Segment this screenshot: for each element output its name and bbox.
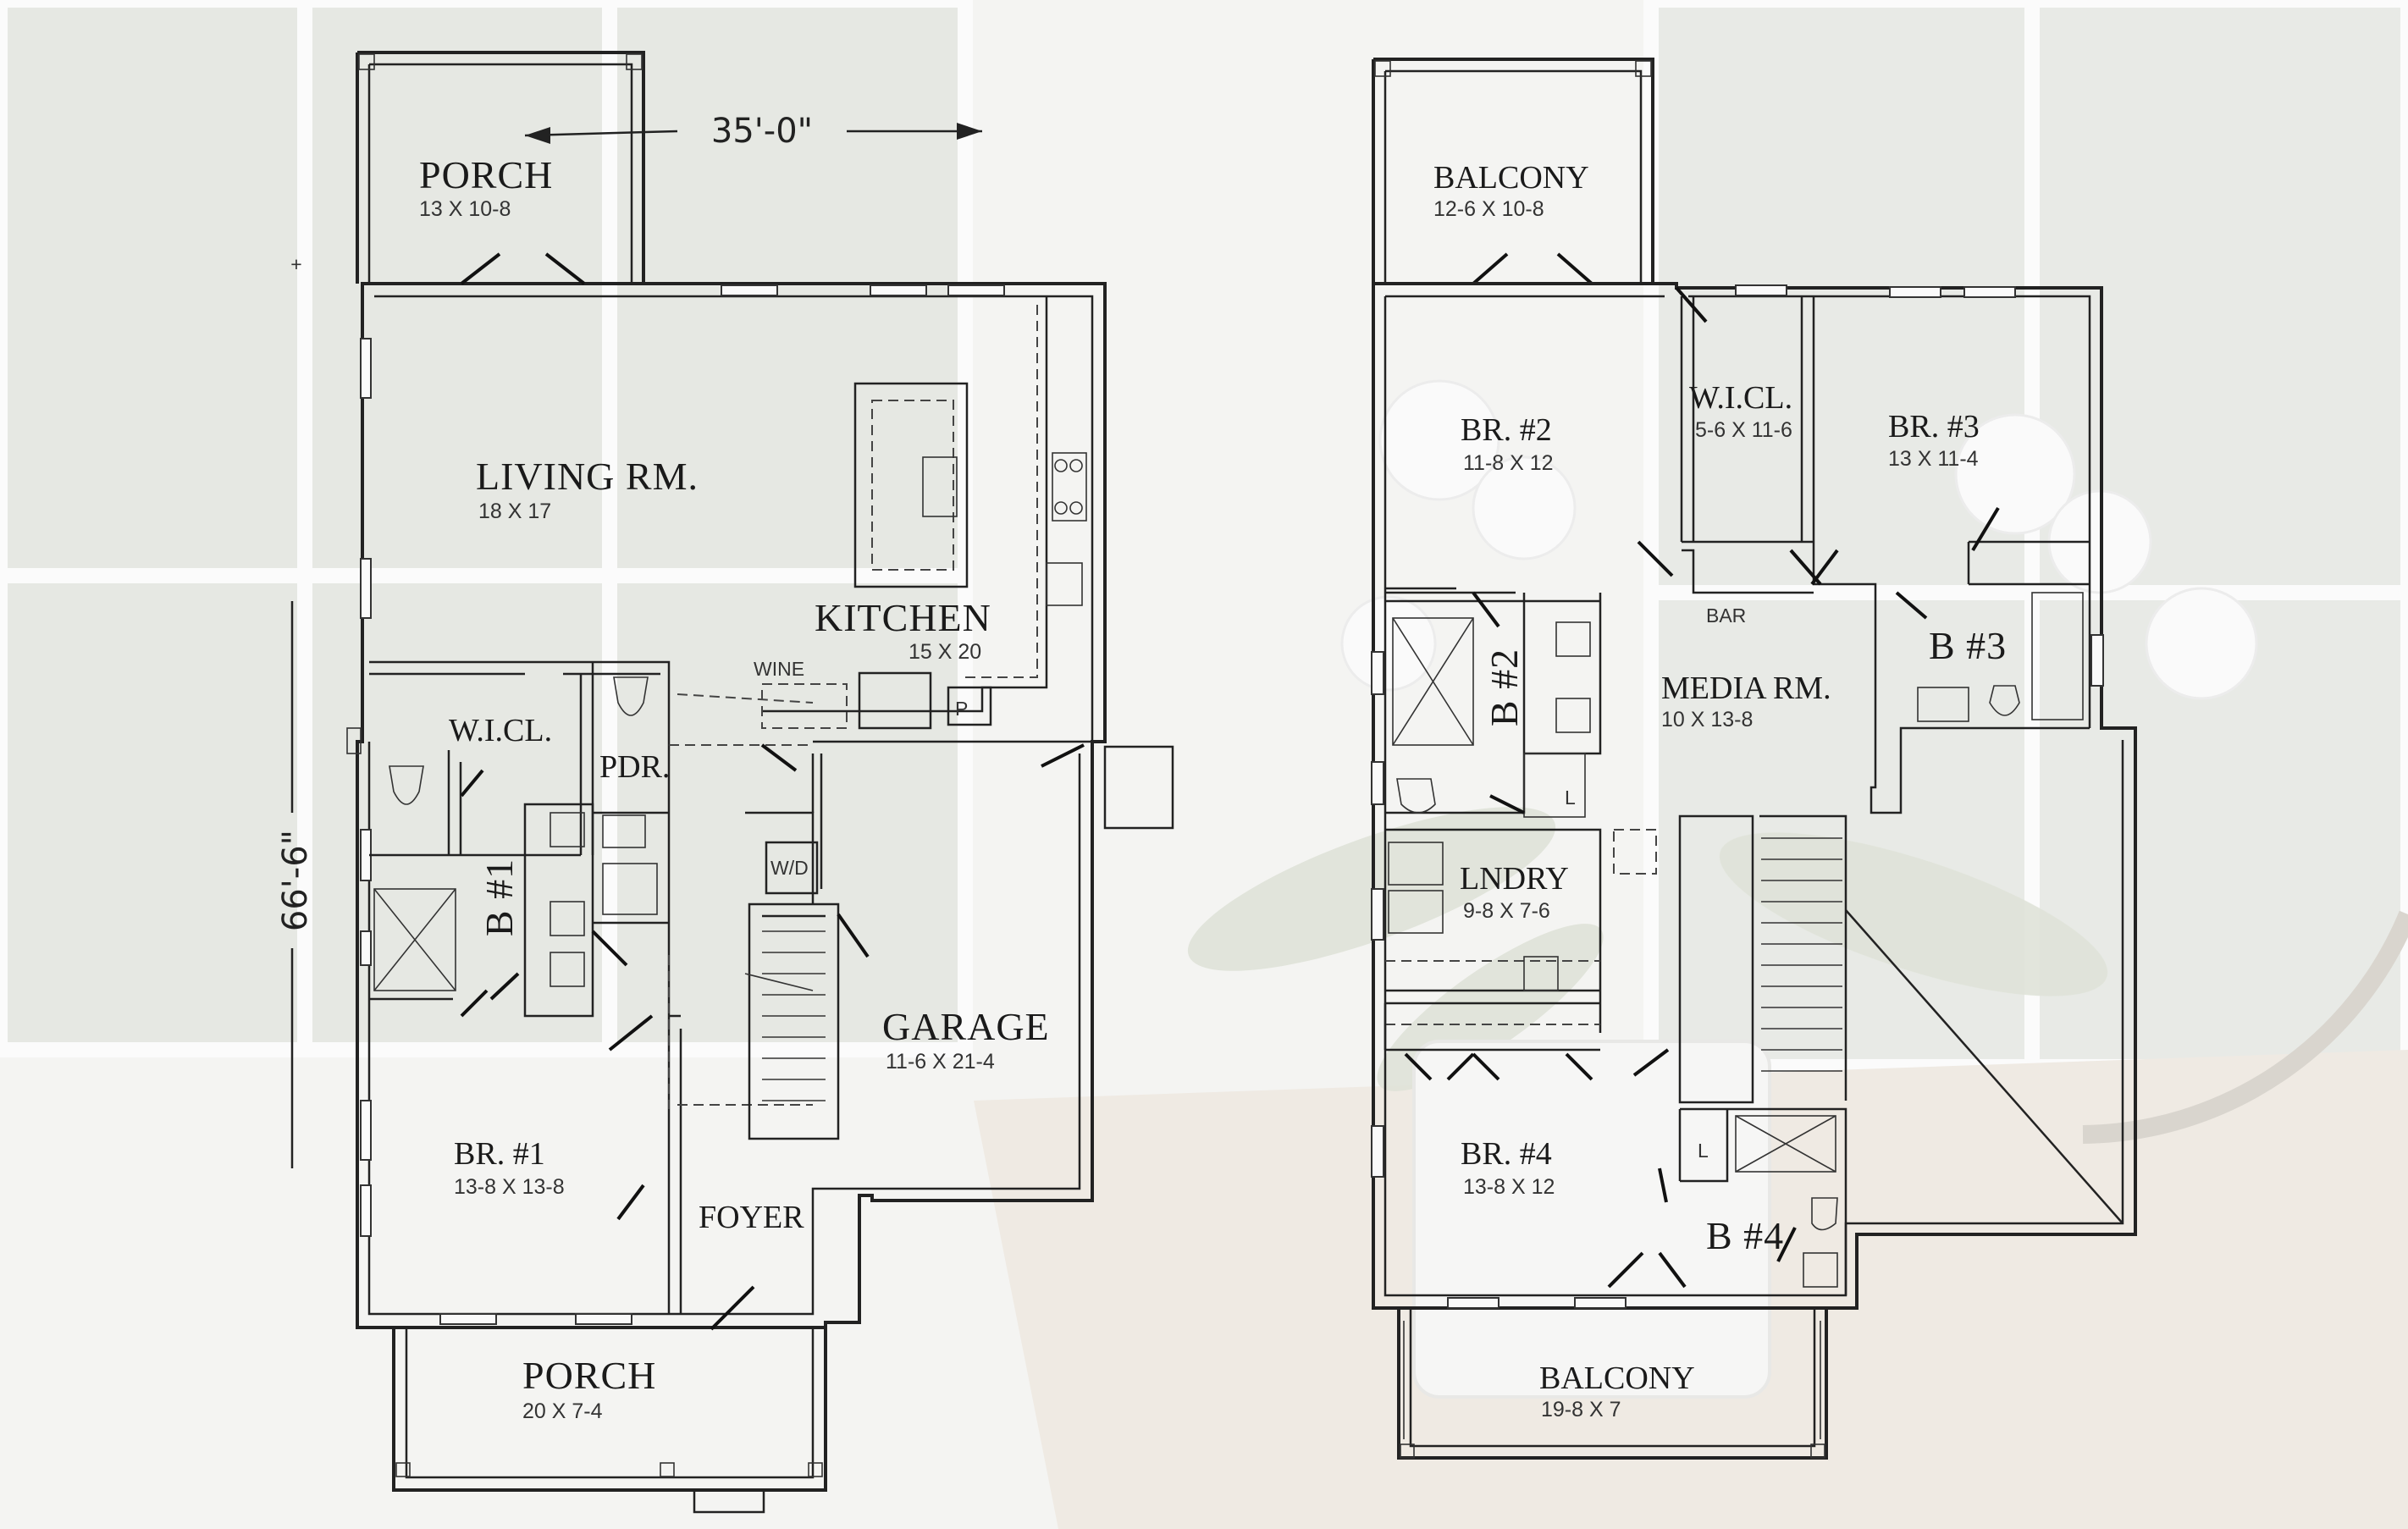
wicl-1-label: W.I.CL.: [449, 713, 552, 748]
br-3-label: BR. #3: [1888, 409, 1980, 444]
garage-label: GARAGE: [882, 1005, 1050, 1048]
br-4-size: 13-8 X 12: [1463, 1175, 1555, 1199]
porch-front-label: PORCH: [522, 1354, 656, 1397]
wd-label: W/D: [770, 857, 809, 879]
br-4-label: BR. #4: [1461, 1136, 1552, 1172]
wicl-2-label: W.I.CL.: [1689, 380, 1792, 416]
balcony-rear-size: 12-6 X 10-8: [1433, 197, 1544, 221]
svg-text:+: +: [290, 253, 301, 275]
br-2-size: 11-8 X 12: [1463, 451, 1554, 475]
kitchen-label: KITCHEN: [815, 596, 991, 639]
porch-front-size: 20 X 7-4: [522, 1399, 603, 1423]
laundry-label: LNDRY: [1460, 861, 1569, 897]
balcony-rear-label: BALCONY: [1433, 160, 1589, 196]
br-1-label: BR. #1: [454, 1136, 545, 1172]
wine-label: WINE: [754, 658, 804, 680]
pdr-label: PDR.: [599, 749, 670, 785]
balcony-front-size: 19-8 X 7: [1541, 1398, 1621, 1421]
foyer-label: FOYER: [699, 1200, 804, 1235]
laundry-size: 9-8 X 7-6: [1463, 899, 1550, 923]
wicl-2-size: 5-6 X 11-6: [1695, 418, 1792, 442]
dim-width-label: 35'-0": [711, 112, 813, 151]
bath-2-label: B #2: [1483, 649, 1526, 726]
linen-2-label: L: [1698, 1140, 1709, 1162]
bath-1-label: B #1: [478, 858, 521, 936]
linen-1-label: L: [1565, 787, 1576, 809]
bath-3-label: B #3: [1929, 624, 2007, 667]
bar-label: BAR: [1706, 604, 1746, 627]
dim-depth-label: 66'-6": [276, 830, 315, 931]
second-floor-plan: [1371, 58, 2137, 1460]
br-1-size: 13-8 X 13-8: [454, 1175, 565, 1199]
pantry-label: P: [955, 698, 968, 720]
living-room-size: 18 X 17: [478, 500, 551, 523]
living-room-label: LIVING RM.: [476, 455, 699, 498]
first-floor-plan: +: [290, 51, 1174, 1514]
media-room-label: MEDIA RM.: [1661, 671, 1831, 706]
bath-4-label: B #4: [1706, 1214, 1784, 1257]
balcony-front-label: BALCONY: [1539, 1361, 1695, 1396]
br-3-size: 13 X 11-4: [1888, 447, 1979, 471]
media-room-size: 10 X 13-8: [1661, 708, 1753, 731]
porch-rear-size: 13 X 10-8: [419, 197, 511, 221]
br-2-label: BR. #2: [1461, 412, 1552, 448]
kitchen-size: 15 X 20: [909, 640, 981, 664]
porch-rear-label: PORCH: [419, 153, 553, 196]
garage-size: 11-6 X 21-4: [886, 1050, 995, 1074]
